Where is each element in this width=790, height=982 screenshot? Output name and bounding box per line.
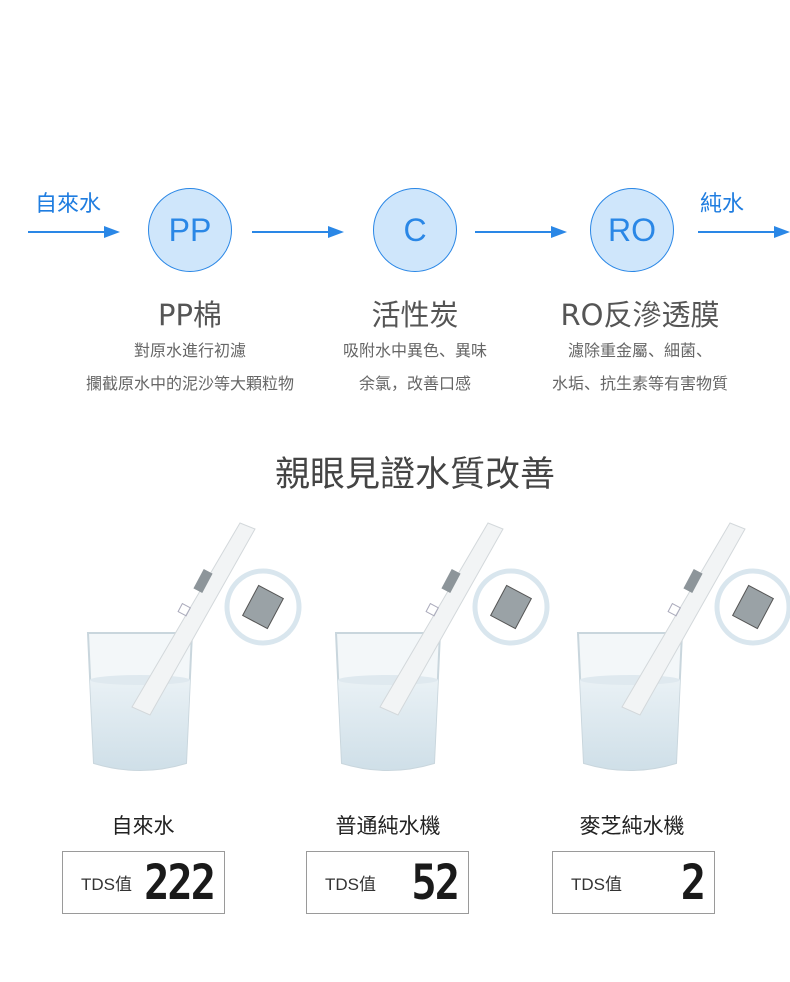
tds-readout: TDS值 52	[306, 851, 469, 914]
stage-desc: 對原水進行初濾	[133, 341, 246, 360]
arrow-icon	[252, 226, 344, 238]
glass-tester-image	[328, 515, 568, 785]
arrow-icon	[475, 226, 567, 238]
glass-tester-image	[570, 515, 790, 785]
stage-desc: 水垢、抗生素等有害物質	[551, 374, 728, 393]
stage-desc: 吸附水中異色、異味	[342, 341, 487, 360]
input-label: 自來水	[35, 192, 102, 217]
tds-readout: TDS值 222	[62, 851, 225, 914]
stage-pp: PP棉 對原水進行初濾 攔截原水中的泥沙等大顆粒物	[50, 292, 330, 400]
stage-desc: 攔截原水中的泥沙等大顆粒物	[85, 374, 294, 393]
tds-value: 52	[411, 854, 460, 911]
stage-title: PP棉	[158, 298, 222, 332]
stage-carbon: 活性炭 吸附水中異色、異味 余氯，改善口感	[275, 292, 555, 400]
stage-desc: 濾除重金屬、細菌、	[567, 341, 712, 360]
sample-label: 麥芝純水機	[579, 814, 685, 838]
output-label: 純水	[700, 192, 745, 217]
tds-label: TDS值	[571, 875, 622, 894]
arrow-icon	[28, 226, 120, 238]
tds-label: TDS值	[81, 875, 132, 894]
stage-title: 活性炭	[371, 298, 459, 332]
sample-label: 自來水	[111, 814, 175, 838]
stage-title: RO反滲透膜	[560, 298, 720, 332]
glass-tester-image	[80, 515, 320, 785]
tds-readout: TDS值 2	[552, 851, 715, 914]
tds-value: 2	[680, 854, 706, 911]
carbon-filter-badge: C	[373, 188, 457, 272]
arrow-icon	[698, 226, 790, 238]
tds-label: TDS值	[325, 875, 376, 894]
section-heading: 親眼見證水質改善	[274, 455, 555, 495]
pp-filter-badge: PP	[148, 188, 232, 272]
tds-value: 222	[144, 854, 216, 911]
sample-label: 普通純水機	[335, 814, 441, 838]
stage-desc: 余氯，改善口感	[358, 374, 471, 393]
stage-ro: RO反滲透膜 濾除重金屬、細菌、 水垢、抗生素等有害物質	[500, 292, 780, 400]
ro-filter-badge: RO	[590, 188, 674, 272]
